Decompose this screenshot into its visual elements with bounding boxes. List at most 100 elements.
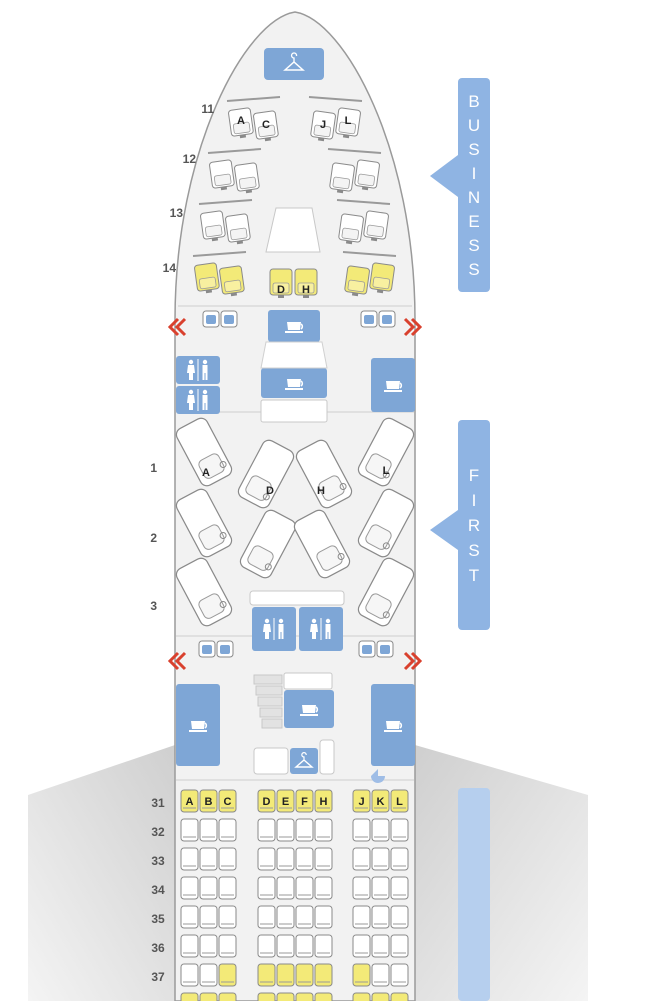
seat-economy[interactable]: H <box>314 789 333 813</box>
seat-economy[interactable] <box>352 963 371 987</box>
seat-economy[interactable]: K <box>371 789 390 813</box>
seat-business[interactable] <box>354 159 380 192</box>
seat-business[interactable] <box>369 262 395 295</box>
seat-first-center[interactable] <box>294 438 354 510</box>
seat-economy[interactable] <box>314 876 333 900</box>
seat-economy[interactable] <box>180 876 199 900</box>
seat-economy[interactable] <box>276 963 295 987</box>
seat-business[interactable] <box>200 210 226 243</box>
seat-economy[interactable] <box>371 992 390 1001</box>
seat-economy[interactable] <box>257 905 276 929</box>
seat-economy[interactable] <box>352 934 371 958</box>
seat-economy[interactable] <box>276 876 295 900</box>
seat-economy[interactable] <box>371 847 390 871</box>
seat-first-window[interactable] <box>174 556 234 628</box>
seat-economy[interactable]: D <box>257 789 276 813</box>
seat-economy[interactable] <box>257 963 276 987</box>
seat-economy[interactable] <box>352 905 371 929</box>
seat-economy[interactable]: J <box>352 789 371 813</box>
seat-economy[interactable] <box>371 934 390 958</box>
seat-economy[interactable] <box>199 905 218 929</box>
seat-economy[interactable] <box>218 934 237 958</box>
seat-economy[interactable] <box>218 963 237 987</box>
seat-economy[interactable] <box>295 876 314 900</box>
seat-economy[interactable]: A <box>180 789 199 813</box>
seat-economy[interactable] <box>218 992 237 1001</box>
seat-economy[interactable] <box>352 818 371 842</box>
seat-business[interactable] <box>253 110 279 143</box>
seat-economy[interactable] <box>257 876 276 900</box>
seat-economy[interactable] <box>218 818 237 842</box>
seat-economy[interactable] <box>371 876 390 900</box>
seat-economy[interactable] <box>180 992 199 1001</box>
seat-economy[interactable] <box>390 818 409 842</box>
seat-business[interactable] <box>335 107 361 140</box>
seat-economy[interactable] <box>276 934 295 958</box>
seat-economy[interactable] <box>218 905 237 929</box>
seat-economy[interactable] <box>199 876 218 900</box>
seat-economy[interactable] <box>371 818 390 842</box>
seat-economy[interactable]: C <box>218 789 237 813</box>
seat-economy[interactable] <box>180 905 199 929</box>
seat-economy[interactable] <box>314 818 333 842</box>
seat-economy[interactable] <box>180 818 199 842</box>
seat-economy[interactable] <box>390 934 409 958</box>
seat-business[interactable] <box>219 265 245 298</box>
seat-economy[interactable] <box>295 934 314 958</box>
seat-economy[interactable]: F <box>295 789 314 813</box>
seat-economy[interactable] <box>199 963 218 987</box>
seat-economy[interactable] <box>390 963 409 987</box>
seat-business[interactable] <box>234 162 260 195</box>
seat-economy[interactable] <box>295 992 314 1001</box>
seat-economy[interactable] <box>295 818 314 842</box>
seat-economy[interactable] <box>276 847 295 871</box>
seat-economy[interactable] <box>314 934 333 958</box>
seat-economy[interactable] <box>390 905 409 929</box>
seat-business[interactable] <box>209 159 235 192</box>
seat-economy[interactable] <box>390 876 409 900</box>
seat-economy[interactable] <box>276 905 295 929</box>
seat-economy[interactable] <box>314 963 333 987</box>
seat-economy[interactable] <box>352 876 371 900</box>
seat-first-center[interactable] <box>238 508 298 580</box>
seat-economy[interactable] <box>199 992 218 1001</box>
seat-economy[interactable]: L <box>390 789 409 813</box>
seat-first-window[interactable] <box>174 416 234 488</box>
seat-first-center[interactable] <box>236 438 296 510</box>
seat-business[interactable] <box>194 262 220 295</box>
seat-first-window[interactable] <box>174 487 234 559</box>
seat-economy[interactable] <box>257 934 276 958</box>
seat-economy[interactable] <box>314 847 333 871</box>
seat-economy[interactable]: B <box>199 789 218 813</box>
seat-economy[interactable] <box>371 963 390 987</box>
seat-economy[interactable] <box>257 818 276 842</box>
seat-economy[interactable] <box>257 847 276 871</box>
seat-economy[interactable] <box>352 847 371 871</box>
seat-business[interactable] <box>363 210 389 243</box>
seat-economy[interactable] <box>295 847 314 871</box>
seat-business[interactable] <box>294 268 318 298</box>
seat-first-window[interactable] <box>356 416 416 488</box>
seat-economy[interactable] <box>199 934 218 958</box>
seat-business[interactable] <box>225 213 251 246</box>
seat-economy[interactable] <box>180 963 199 987</box>
seat-economy[interactable] <box>218 847 237 871</box>
seat-economy[interactable] <box>390 847 409 871</box>
seat-economy[interactable] <box>371 905 390 929</box>
seat-business[interactable] <box>310 110 336 143</box>
seat-economy[interactable] <box>257 992 276 1001</box>
seat-business[interactable] <box>344 265 370 298</box>
seat-business[interactable] <box>228 107 254 140</box>
seat-business[interactable] <box>329 162 355 195</box>
seat-economy[interactable] <box>295 905 314 929</box>
seat-economy[interactable] <box>276 992 295 1001</box>
seat-first-center[interactable] <box>292 508 352 580</box>
seat-economy[interactable] <box>180 934 199 958</box>
seat-first-window[interactable] <box>356 487 416 559</box>
seat-economy[interactable] <box>390 992 409 1001</box>
seat-economy[interactable] <box>314 905 333 929</box>
seat-business[interactable] <box>269 268 293 298</box>
seat-economy[interactable]: E <box>276 789 295 813</box>
seat-economy[interactable] <box>276 818 295 842</box>
seat-business[interactable] <box>338 213 364 246</box>
